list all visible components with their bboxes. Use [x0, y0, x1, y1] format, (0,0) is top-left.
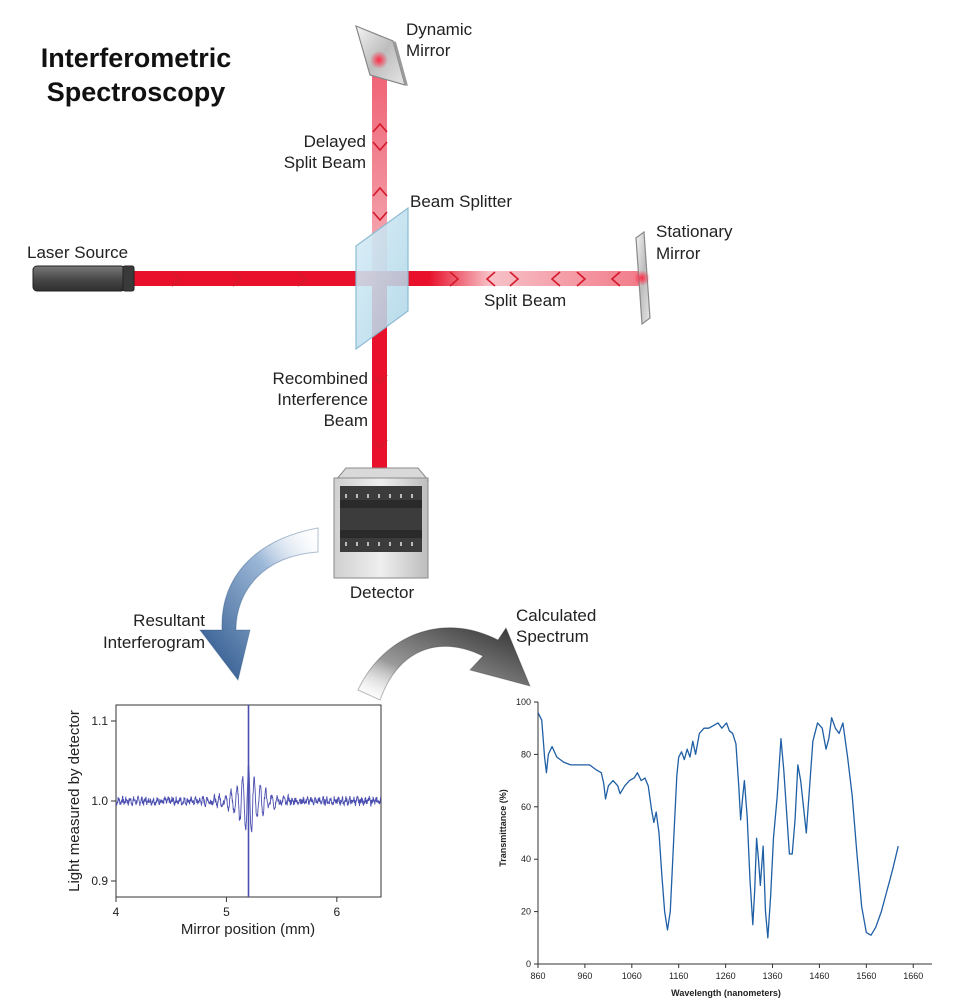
interferogram-x-axis-title: Mirror position (mm): [181, 921, 315, 938]
spectrum-series-line: [538, 712, 899, 939]
label-split-beam: Split Beam: [484, 291, 566, 310]
interferogram-arrow: [198, 527, 319, 682]
stationary-mirror: [634, 230, 651, 326]
interferogram-y-tick-label: 0.9: [91, 874, 108, 888]
label-recombined-2: Interference: [277, 390, 368, 409]
interferogram-x-tick-label: 4: [113, 905, 120, 919]
label-stationary-1: Stationary: [656, 222, 733, 241]
interferogram-x-tick-label: 5: [223, 905, 230, 919]
spectrum-y-axis-title: Transmittance (%): [498, 789, 508, 867]
label-resultant-1: Resultant: [133, 611, 205, 630]
label-dynamic-mirror-1: Dynamic: [406, 20, 473, 39]
spectrum-x-tick-label: 960: [577, 971, 592, 981]
label-recombined-3: Beam: [324, 411, 368, 430]
label-dynamic-mirror-2: Mirror: [406, 41, 451, 60]
spectrum-y-tick-label: 40: [521, 854, 531, 864]
laser-source: [32, 265, 135, 292]
interferogram-chart: 4 5 6 0.9 1.0 1.1 Mirror position (mm) Light …: [66, 704, 382, 938]
spectrum-x-tick-label: 1360: [763, 971, 783, 981]
spectrum-x-tick-label: 860: [530, 971, 545, 981]
spectrum-y-tick-label: 20: [521, 907, 531, 917]
spectrum-x-tick-label: 1160: [669, 971, 688, 981]
label-delayed-1: Delayed: [304, 132, 366, 151]
spectrum-y-tick-label: 60: [521, 802, 531, 812]
spectrum-chart: 860 960 1060 1160 1260 1360 1460 1560 1660 0 20 40 6…: [498, 697, 932, 998]
spectrum-y-tick-label: 0: [526, 959, 531, 969]
spectrum-y-tick-label: 80: [521, 749, 531, 759]
spectrum-x-tick-label: 1260: [716, 971, 736, 981]
label-detector: Detector: [350, 583, 415, 602]
delayed-beam: [372, 60, 387, 280]
interferogram-y-tick-label: 1.0: [91, 794, 108, 808]
interferogram-y-axis-title: Light measured by detector: [66, 710, 83, 892]
label-laser-source: Laser Source: [27, 243, 128, 262]
spectrum-x-tick-label: 1560: [856, 971, 876, 981]
label-stationary-2: Mirror: [656, 244, 701, 263]
dynamic-mirror: [355, 24, 408, 86]
beam-chevrons: [171, 122, 621, 450]
label-calculated-1: Calculated: [516, 606, 596, 625]
spectrum-x-tick-label: 1060: [622, 971, 642, 981]
label-calculated-2: Spectrum: [516, 627, 589, 646]
spectrum-x-tick-label: 1460: [809, 971, 829, 981]
spectrum-x-tick-label: 1660: [903, 971, 923, 981]
label-beam-splitter: Beam Splitter: [410, 192, 512, 211]
diagram-title-line2: Spectroscopy: [47, 77, 226, 107]
interferogram-y-tick-label: 1.1: [91, 714, 108, 728]
label-resultant-2: Interferogram: [103, 633, 205, 652]
spectrum-y-tick-label: 100: [516, 697, 531, 707]
label-delayed-2: Split Beam: [284, 153, 366, 172]
beam-splitter: [355, 206, 409, 351]
interferogram-x-tick-label: 6: [333, 905, 340, 919]
label-recombined-1: Recombined: [273, 369, 368, 388]
spectrum-arrow: [357, 626, 531, 701]
spectrum-x-axis-title: Wavelength (nanometers): [671, 988, 781, 998]
diagram-title-line1: Interferometric: [41, 43, 232, 73]
detector: [333, 467, 430, 579]
